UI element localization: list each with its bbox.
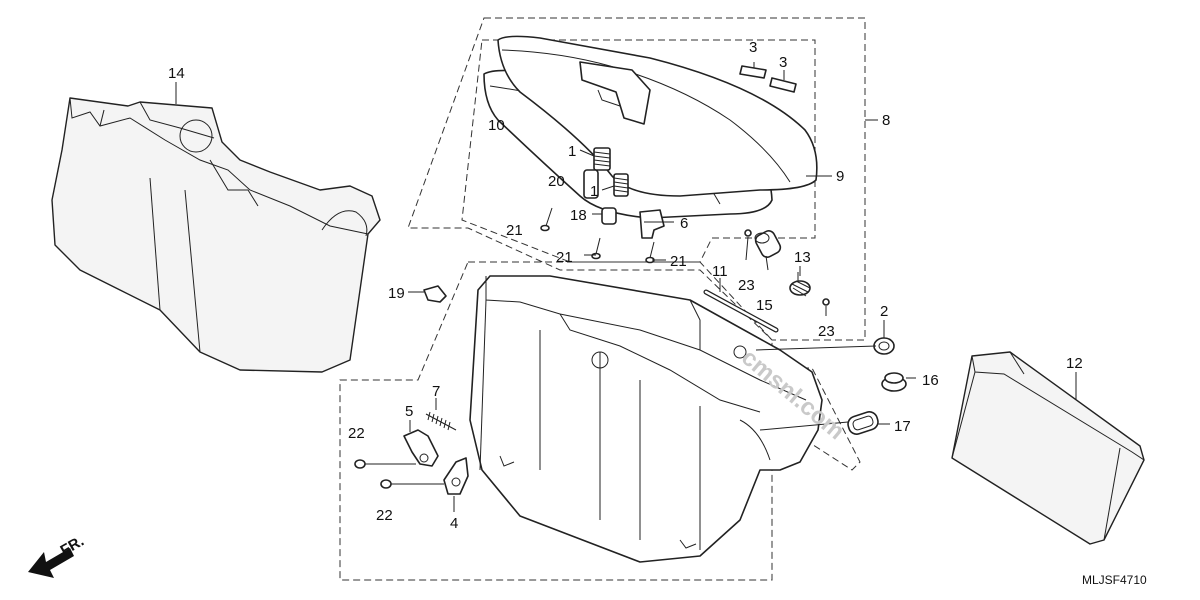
part-label-3-left: 3 xyxy=(749,39,757,56)
part-label-22-lower: 22 xyxy=(376,507,393,524)
label-strip-lower xyxy=(769,77,797,93)
drawing-code: MLJSF4710 xyxy=(1082,573,1147,587)
part-label-18: 18 xyxy=(570,207,587,224)
part-label-20: 20 xyxy=(548,173,565,190)
part-label-11: 11 xyxy=(712,263,728,280)
part-label-22-upper: 22 xyxy=(348,425,365,442)
part-label-17: 17 xyxy=(894,418,911,435)
front-direction-arrow xyxy=(28,548,74,578)
bracket-part xyxy=(639,209,665,239)
latch-lever-part xyxy=(443,457,469,495)
part-label-14: 14 xyxy=(168,65,185,82)
side-panel-part xyxy=(951,351,1145,545)
screw-c xyxy=(645,241,655,264)
part-label-10: 10 xyxy=(488,117,505,134)
label-strip-upper xyxy=(739,65,767,79)
part-label-12: 12 xyxy=(1066,355,1083,372)
part-label-1-lower: 1 xyxy=(590,183,598,200)
clip-upper xyxy=(744,229,752,237)
part-number-labels: 1 1 2 3 3 4 5 6 7 8 9 10 11 12 13 14 15 … xyxy=(168,39,1083,532)
lid-group-outline xyxy=(407,17,866,341)
leader-lines xyxy=(175,62,1077,512)
grommet-part xyxy=(873,337,895,355)
side-cover-part xyxy=(51,97,381,373)
part-label-19: 19 xyxy=(388,285,405,302)
seal-part xyxy=(847,411,879,435)
part-label-4: 4 xyxy=(450,515,458,532)
part-label-15: 15 xyxy=(756,297,773,314)
part-label-21-left: 21 xyxy=(506,222,523,239)
part-label-8: 8 xyxy=(882,112,890,129)
part-label-16: 16 xyxy=(922,372,939,389)
part-label-9: 9 xyxy=(836,168,844,185)
screw-a xyxy=(540,207,553,232)
cap-part xyxy=(881,372,907,392)
part-label-21-right: 21 xyxy=(670,253,687,270)
latch-plate-part xyxy=(423,285,447,303)
part-label-1-upper: 1 xyxy=(568,143,576,160)
part-label-23-right: 23 xyxy=(818,323,835,340)
damper-part xyxy=(583,169,599,199)
torsion-spring-part xyxy=(789,272,811,297)
screw-d xyxy=(354,459,416,469)
part-label-21-middle: 21 xyxy=(556,249,573,266)
part-label-6: 6 xyxy=(680,215,688,232)
latch-spring-part xyxy=(425,411,457,431)
part-label-3-right: 3 xyxy=(779,54,787,71)
box-group-outline xyxy=(339,261,773,581)
clip-lower xyxy=(822,298,830,306)
part-label-5: 5 xyxy=(405,403,413,420)
part-label-13: 13 xyxy=(794,249,811,266)
spring-upper xyxy=(593,147,611,171)
latch-part xyxy=(403,429,439,467)
collar-part xyxy=(601,207,617,225)
part-label-7: 7 xyxy=(432,383,440,400)
spring-lower xyxy=(613,173,629,197)
lid-subgroup-outline xyxy=(461,39,816,263)
part-label-23-left: 23 xyxy=(738,277,755,294)
lid-part xyxy=(483,35,818,219)
part-label-2: 2 xyxy=(880,303,888,320)
roller-part xyxy=(754,230,782,258)
luggage-box-part xyxy=(469,275,823,563)
screw-e xyxy=(380,479,444,489)
